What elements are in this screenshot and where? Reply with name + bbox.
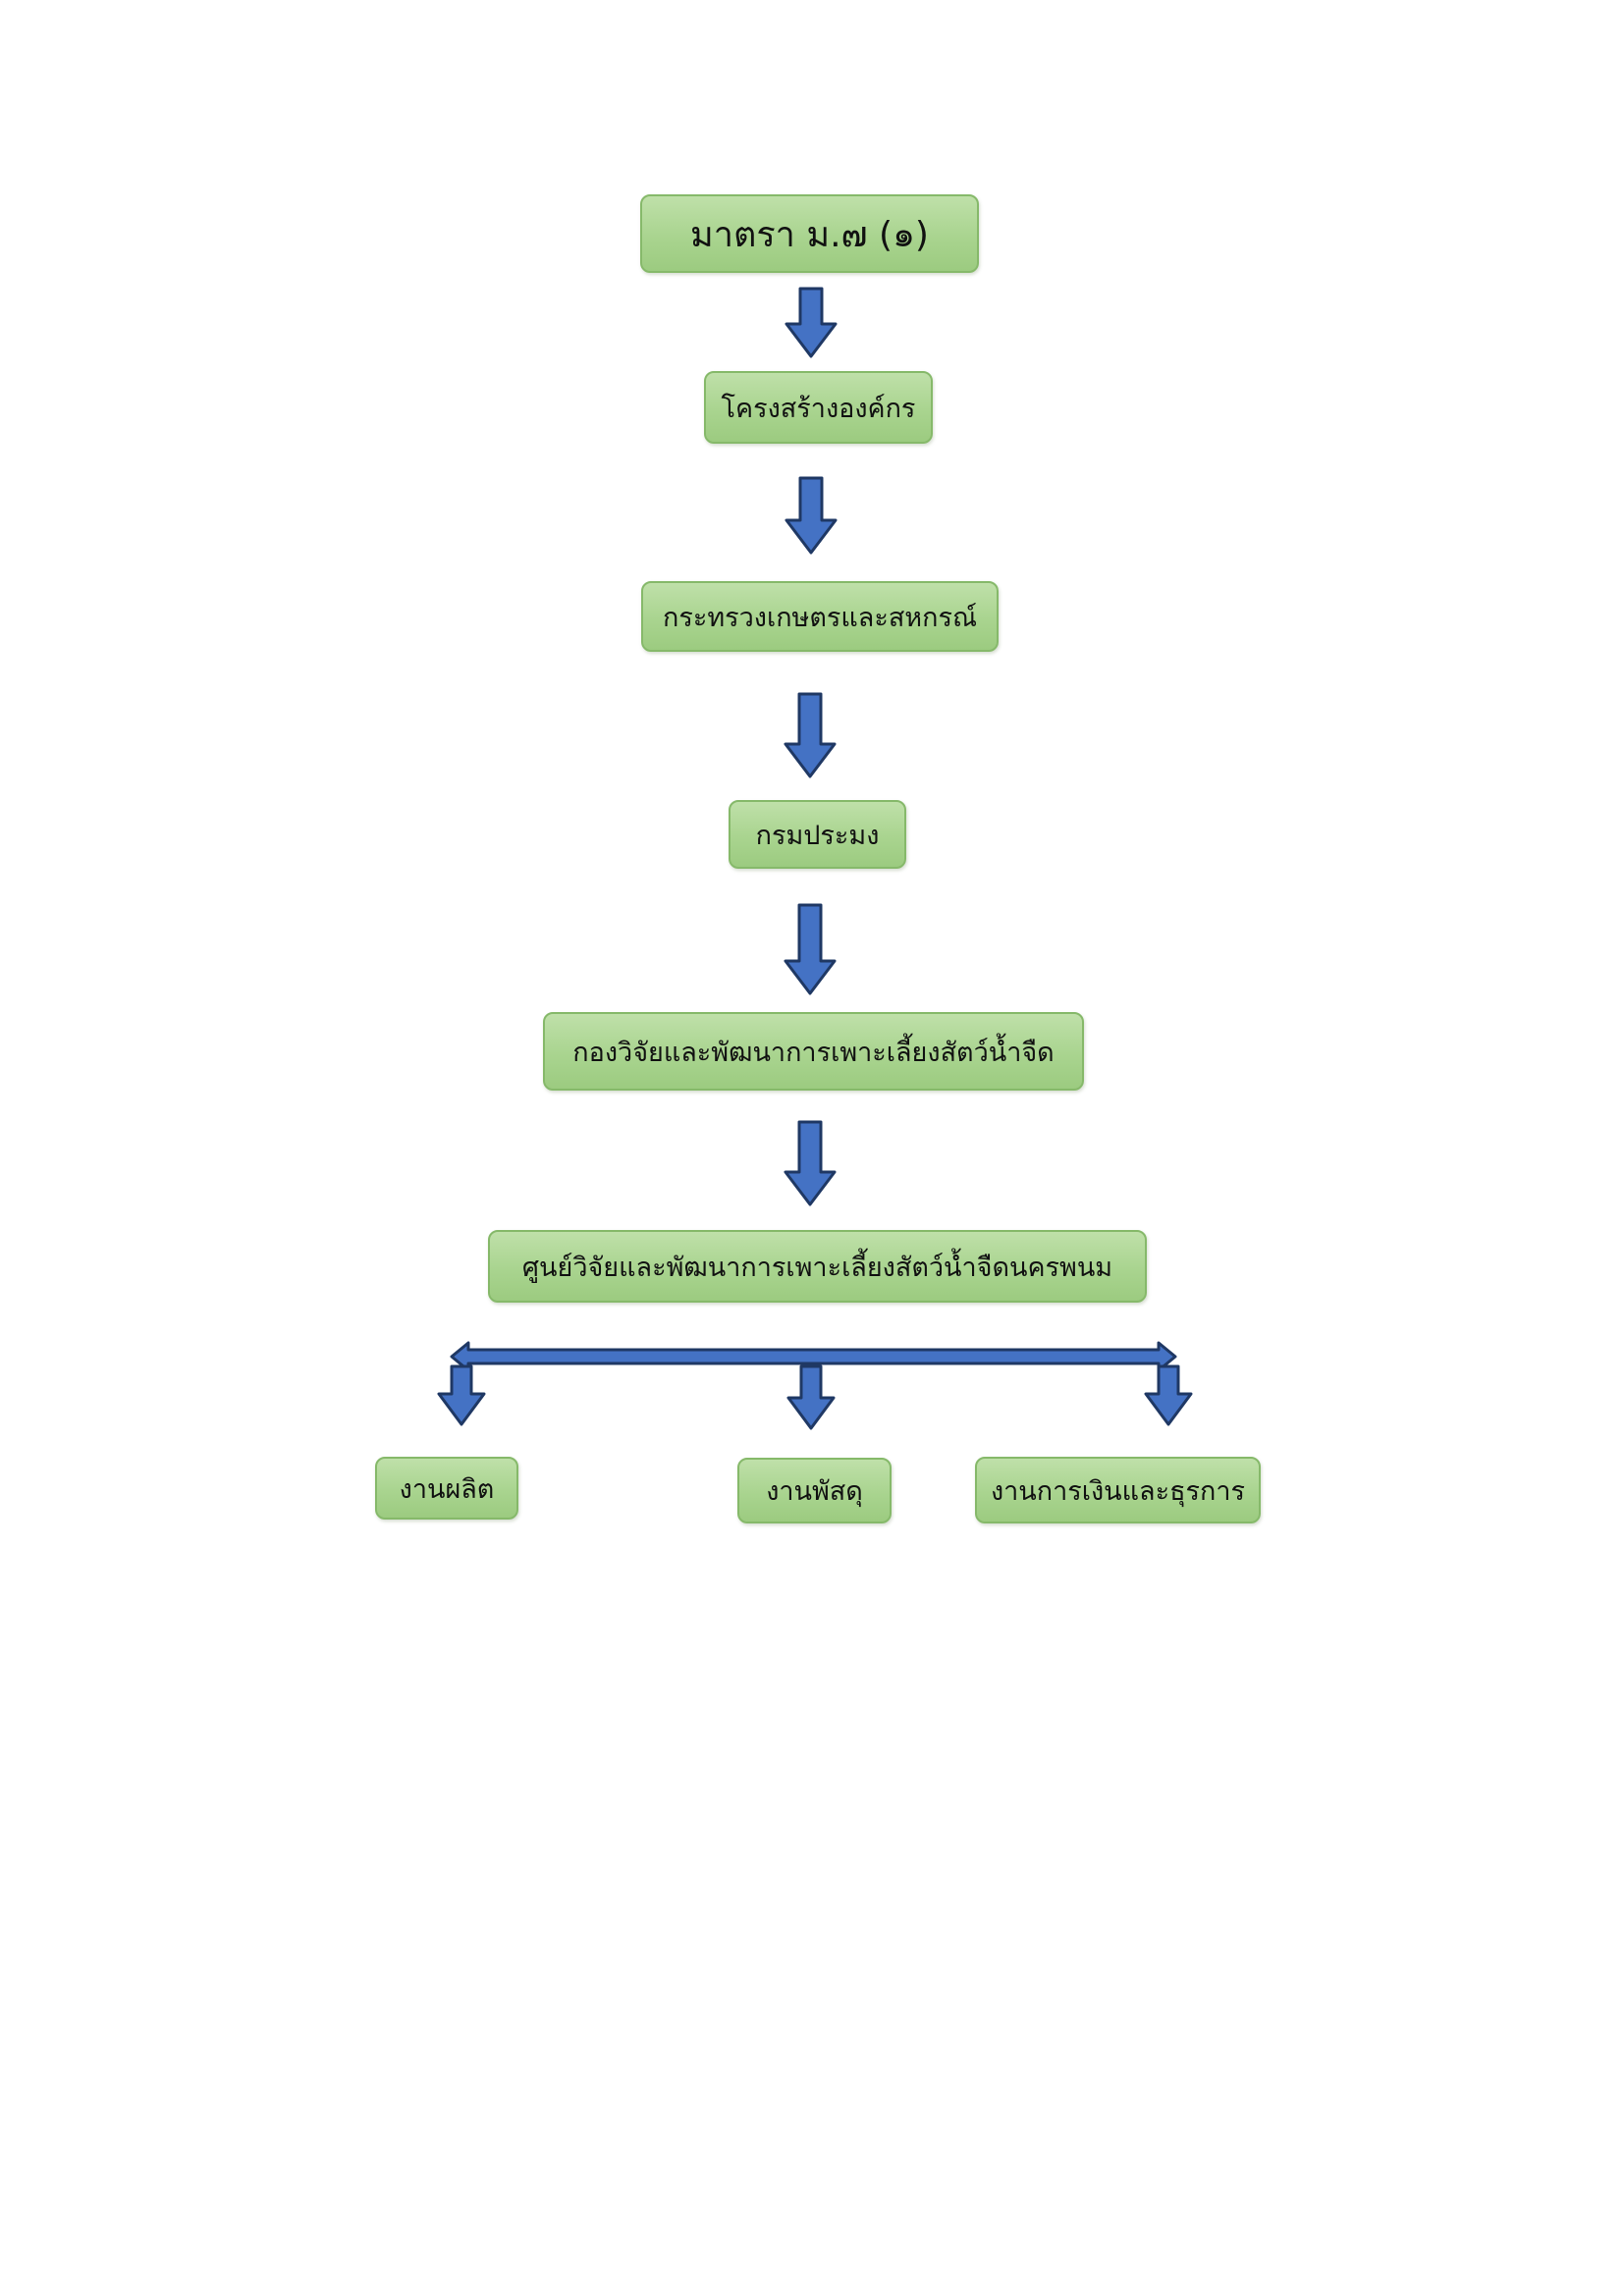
branch-arrow-left <box>437 1364 486 1426</box>
down-arrow-4 <box>784 903 837 995</box>
node-unit-finance-admin: งานการเงินและธุรการ <box>975 1457 1261 1523</box>
node-department: กรมประมง <box>729 800 906 869</box>
branch-arrow-right <box>1144 1364 1193 1426</box>
node-unit-production: งานผลิต <box>375 1457 518 1520</box>
node-unit-supplies: งานพัสดุ <box>737 1458 892 1523</box>
node-ministry: กระทรวงเกษตรและสหกรณ์ <box>641 581 999 652</box>
node-organization-structure: โครงสร้างองค์กร <box>704 371 933 444</box>
node-division: กองวิจัยและพัฒนาการเพาะเลี้ยงสัตว์น้ำจืด <box>543 1012 1084 1091</box>
down-arrow-1 <box>785 287 838 358</box>
down-arrow-3 <box>784 692 837 778</box>
branch-arrow-center <box>786 1364 836 1430</box>
down-arrow-5 <box>784 1120 837 1206</box>
down-arrow-2 <box>785 476 838 555</box>
root-node-title: มาตรา ม.๗ (๑) <box>640 194 979 273</box>
node-center: ศูนย์วิจัยและพัฒนาการเพาะเลี้ยงสัตว์น้ำจ… <box>488 1230 1147 1303</box>
